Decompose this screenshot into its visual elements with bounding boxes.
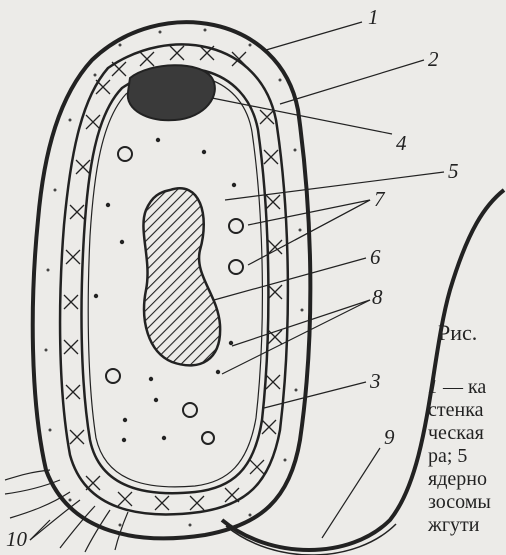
legend-line: жгути	[428, 514, 491, 537]
legend-line: зосомы	[428, 491, 491, 514]
legend-line: стенка	[428, 399, 491, 422]
label-7: 7	[374, 187, 386, 211]
legend-line: ра; 5	[428, 445, 491, 468]
label-3: 3	[369, 369, 381, 393]
inclusion-body	[128, 65, 215, 120]
label-1: 1	[368, 5, 379, 29]
label-2: 2	[428, 47, 439, 71]
label-5: 5	[448, 159, 459, 183]
legend-line: 1 — ка	[428, 376, 491, 399]
legend-line: ческая	[428, 422, 491, 445]
legend-line: ядерно	[428, 468, 491, 491]
label-8: 8	[372, 285, 383, 309]
figure-legend: 1 — ка стенка ческая ра; 5 ядерно зосомы…	[428, 376, 491, 537]
label-9: 9	[384, 425, 395, 449]
label-4: 4	[396, 131, 407, 155]
figure-caption: Рис.	[438, 320, 477, 346]
label-10: 10	[6, 527, 28, 551]
label-6: 6	[370, 245, 381, 269]
